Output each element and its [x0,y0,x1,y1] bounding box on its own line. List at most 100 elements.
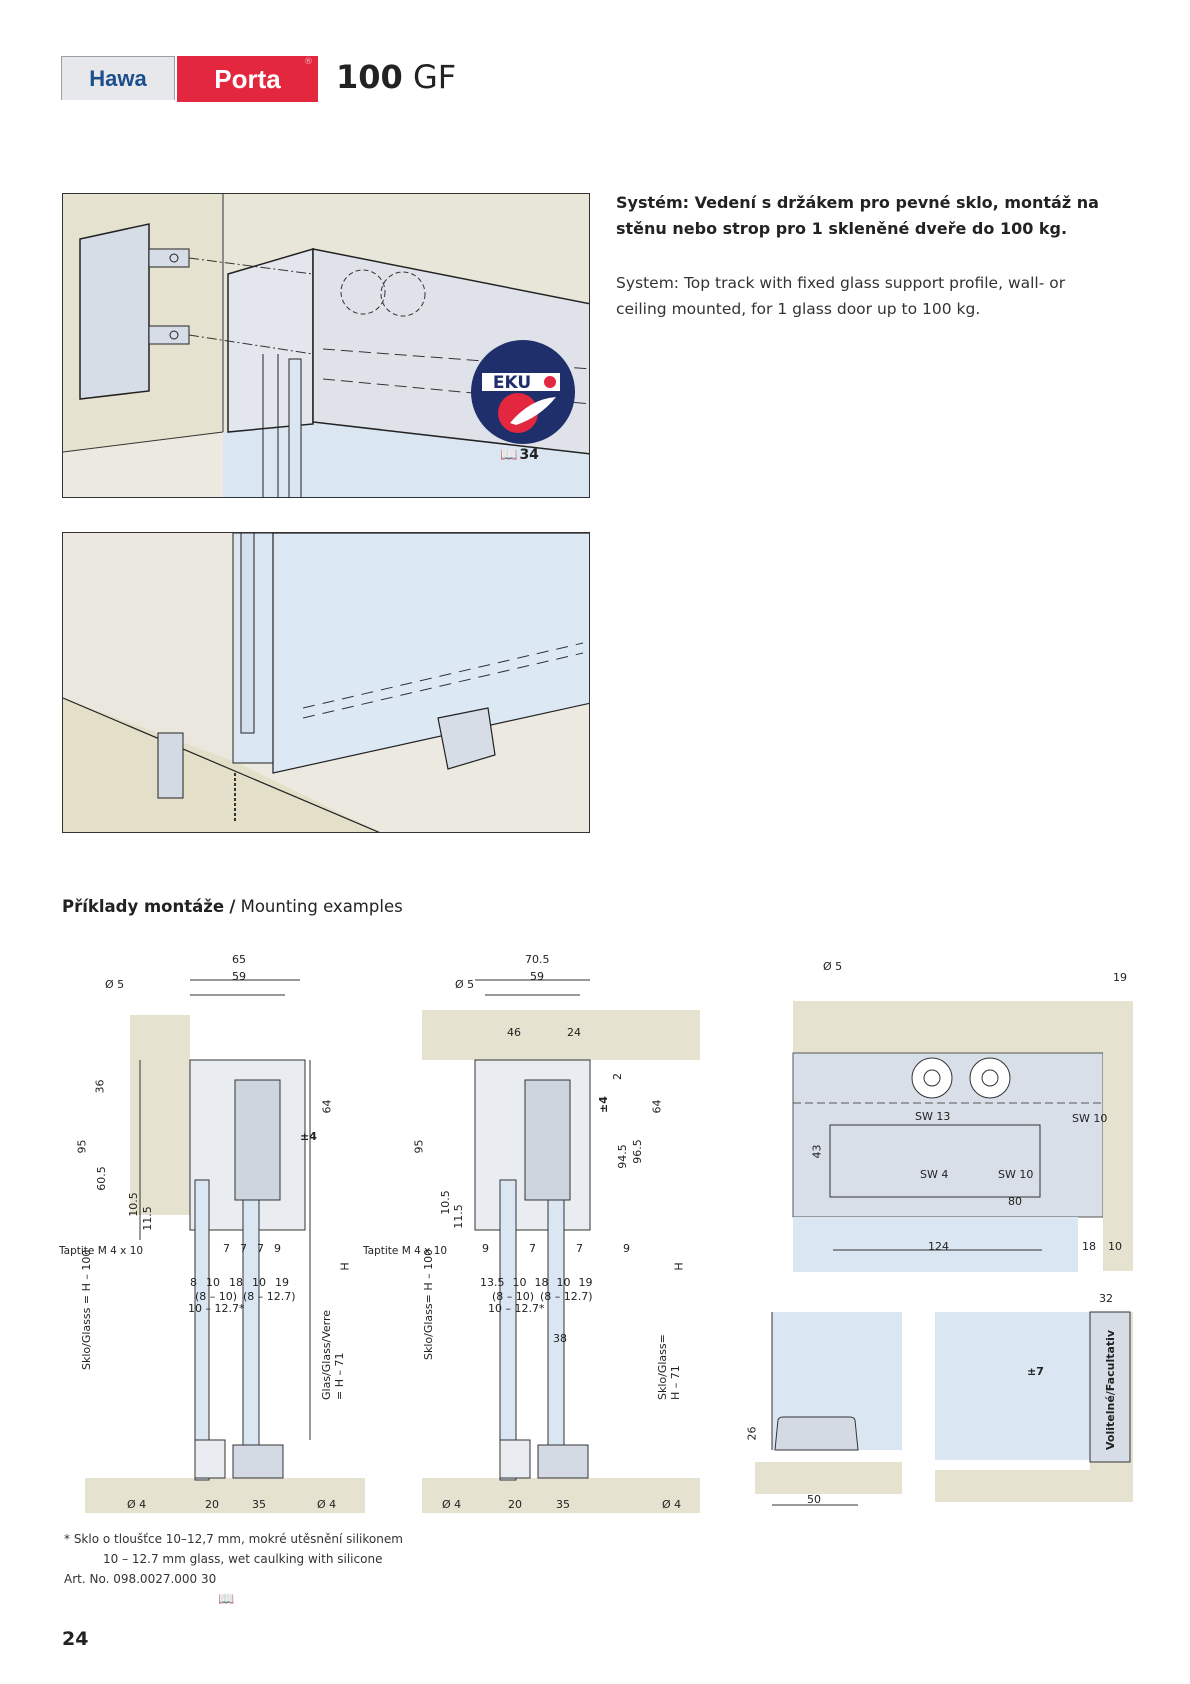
dim-19: 19 [1113,971,1127,984]
dim-96-5: 96.5 [630,1139,644,1164]
dim-64: 64 [320,1099,334,1114]
dim: 9 [623,1242,630,1255]
screw-dim-top: Ø 5 [455,978,475,991]
dim: 10 [512,1276,527,1289]
dim-59: 59 [232,970,246,983]
dim-18: 18 [1082,1240,1096,1253]
label-sw13: SW 13 [915,1110,951,1123]
model-suffix: GF [412,58,457,96]
drawing-floor-guide: 26 50 [745,1300,920,1515]
glass-label-right: Sklo/Glass= H – 71 [656,1334,682,1400]
label-sw10-bottom: SW 10 [998,1168,1034,1181]
dim: 7 [240,1242,247,1255]
dim: 7 [529,1242,536,1255]
glass-range-2: (8 – 12.7) [540,1290,593,1303]
dim: 9 [274,1242,281,1255]
dim: 10 [556,1276,571,1289]
dim-2: 2 [611,1073,624,1080]
illustration-top-track: EKU 📖 34 [62,193,590,498]
screw-dim-top: Ø 5 [823,960,843,973]
page-ref-number: 34 [519,447,539,463]
dim-h: H [672,1262,686,1271]
floor-screw-left: Ø 4 [442,1498,462,1511]
dim-plus-minus-7: ±7 [1027,1365,1044,1378]
dim-36: 36 [93,1079,107,1094]
dim: 7 [223,1242,230,1255]
optional-label: Volitelné/Facultativ [1104,1329,1117,1450]
dim-80: 80 [1008,1195,1022,1208]
glass-range-3: 10 – 12.7* [188,1302,245,1315]
book-icon: 📖 [500,447,518,463]
dim-32: 32 [1099,1292,1113,1305]
dim: 18 [534,1276,549,1289]
model-title: 100 GF [336,58,456,96]
dim-24: 24 [567,1026,581,1039]
brand-porta-logo: Porta [177,56,318,102]
dim: 19 [578,1276,593,1289]
dim-11-5: 11.5 [451,1204,465,1229]
section-title-cz: Příklady montáže [62,897,225,916]
dim: 10 [206,1276,220,1289]
floor-guide-drawing [63,533,589,832]
dim-plus-minus-4: ±4 [300,1130,317,1143]
dim-plus-minus-4: ±4 [596,1096,610,1113]
glass-range-3: 10 – 12.7* [488,1302,545,1315]
page-number: 24 [62,1628,89,1650]
floor-screw-left: Ø 4 [127,1498,147,1511]
glass-label-left: Sklo/Glass= H – 100 [422,1248,435,1360]
glass-label-right: Glas/Glass/Verre = H – 71 [320,1309,346,1400]
dim: 7 [257,1242,264,1255]
dim-70-5: 70.5 [525,953,550,966]
dim-35: 35 [556,1498,570,1511]
eku-soft-close-badge: EKU [470,339,576,445]
registered-mark: ® [304,57,313,67]
drawing-side-view: Ø 5 19 SW 13 SW 10 SW 4 SW 10 43 80 124 … [780,960,1140,1300]
dim-10-5: 10.5 [126,1192,140,1217]
footnote-cz: * Sklo o tloušťce 10–12,7 mm, mokré utěs… [64,1532,403,1546]
dim-64: 64 [650,1099,664,1114]
dim-50: 50 [807,1493,821,1506]
dim: 10 [252,1276,266,1289]
dim-10-5: 10.5 [438,1190,452,1215]
dim-26: 26 [745,1426,759,1441]
section-title-en: Mounting examples [240,897,403,916]
dim-95: 95 [75,1139,89,1154]
drawing-ceiling-mount: 70.5 59 46 24 Ø 5 95 10.5 11.5 2 ±4 94.5… [360,950,707,1530]
dim-59: 59 [530,970,544,983]
dim-35: 35 [252,1498,266,1511]
eku-logo-text: EKU [493,373,531,393]
label-sw10-top: SW 10 [1072,1112,1108,1125]
dim-94-5: 94.5 [615,1144,629,1169]
dim-124: 124 [928,1240,949,1253]
drawing-optional: 32 ±7 Volitelné/Facultativ [935,1290,1140,1515]
dim: 8 [190,1276,197,1289]
ceiling-mount-svg [422,979,707,1513]
dim-60-5: 60.5 [94,1166,108,1191]
dim-65: 65 [232,953,246,966]
optional-svg [935,1311,1133,1502]
dim: 13.5 [480,1276,505,1289]
dim-46: 46 [507,1026,521,1039]
dim-11-5: 11.5 [140,1206,154,1231]
dim-20: 20 [508,1498,522,1511]
dim: 9 [482,1242,489,1255]
floor-guide-svg [755,1312,902,1506]
drawing-wall-mount: 65 59 Ø 5 36 95 60.5 10.5 11.5 64 ±4 H T… [55,950,405,1530]
dim-h: H [338,1262,352,1271]
floor-screw-right: Ø 4 [317,1498,337,1511]
label-sw4: SW 4 [920,1168,949,1181]
glass-range-1: (8 – 10) [195,1290,238,1303]
wall-mount-svg [85,979,405,1513]
dim: 7 [576,1242,583,1255]
glass-range-1: (8 – 10) [492,1290,535,1303]
mid-dims: 9 7 7 9 [482,1242,630,1255]
dim-43: 43 [810,1144,824,1159]
article-number: Art. No. 098.0027.000 30 [64,1572,217,1586]
screw-label: Taptite M 4 x 10 [363,1245,448,1257]
glass-dims: 13.5 10 18 10 19 [480,1276,593,1289]
side-view-svg [792,1001,1133,1272]
dim-95: 95 [412,1139,426,1154]
illustration-floor-guide [62,532,590,833]
